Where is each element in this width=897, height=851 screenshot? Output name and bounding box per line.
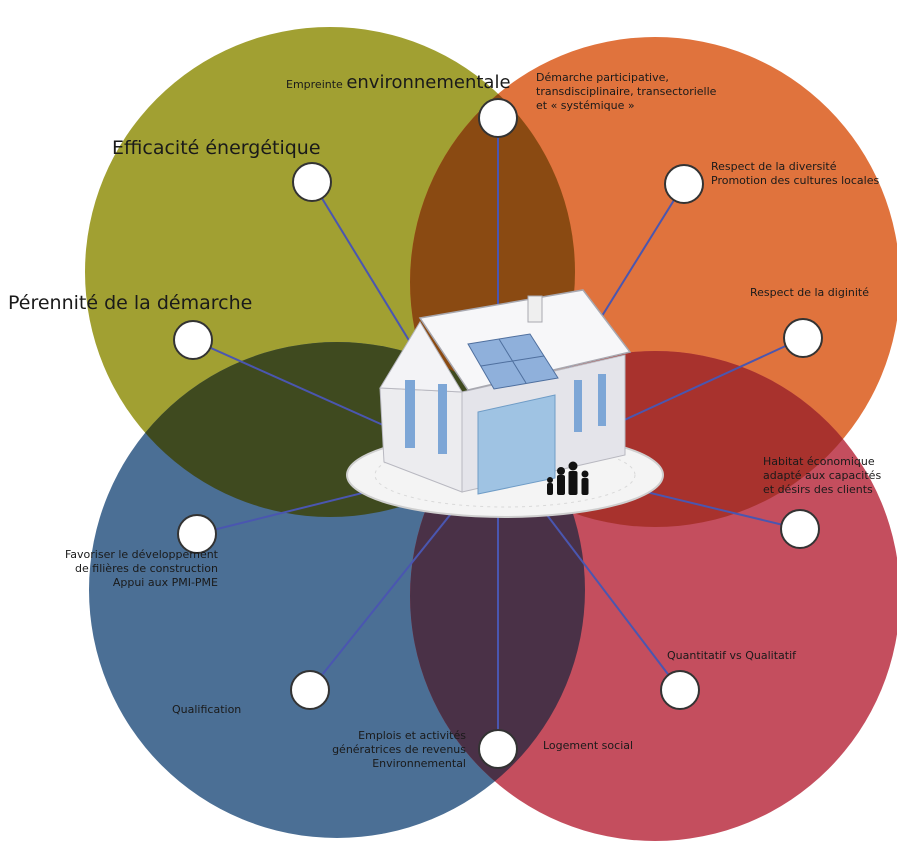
label-filieres-line: de filières de construction xyxy=(75,562,218,575)
label-empreinte: Empreinte environnementale xyxy=(286,74,511,92)
node-quantitatif[interactable] xyxy=(660,670,700,710)
label-diversite-line: Promotion des cultures locales xyxy=(711,174,880,187)
solar-panel-grid xyxy=(480,355,545,367)
house-platform-ring xyxy=(374,442,636,508)
label-emplois: Emplois et activités génératrices de rev… xyxy=(318,729,466,771)
label-filieres-line: Appui aux PMI-PME xyxy=(112,576,218,589)
label-demarche-line: Démarche participative, xyxy=(536,71,669,84)
label-emplois-line: génératrices de revenus xyxy=(332,743,466,756)
label-demarche: Démarche participative, transdisciplinai… xyxy=(536,71,716,113)
family-silhouette xyxy=(547,461,589,495)
node-filieres[interactable] xyxy=(177,514,217,554)
label-emplois-line: Emplois et activités xyxy=(358,729,466,742)
connector-line xyxy=(309,489,471,691)
label-empreinte-big: environnementale xyxy=(346,72,511,93)
label-efficacite: Efficacité énergétique xyxy=(112,137,321,159)
label-diversite-line: Respect de la diversité xyxy=(711,160,837,173)
node-efficacite[interactable] xyxy=(292,162,332,202)
node-logement[interactable] xyxy=(478,729,518,769)
label-qualification: Qualification xyxy=(172,703,242,716)
house-window xyxy=(574,380,582,432)
label-habitat-line: et désirs des clients xyxy=(763,483,873,496)
house-illustration xyxy=(346,289,664,518)
label-habitat-line: adapté aux capacités xyxy=(763,469,882,482)
label-demarche-line: et « systémique » xyxy=(536,99,635,112)
label-dignite: Respect de la diginité xyxy=(750,286,869,299)
house-glass xyxy=(477,394,556,495)
label-quantitatif: Quantitatif vs Qualitatif xyxy=(667,649,797,662)
label-diversite: Respect de la diversité Promotion des cu… xyxy=(711,160,879,188)
label-habitat: Habitat économique adapté aux capacités … xyxy=(763,455,881,497)
node-habitat[interactable] xyxy=(780,509,820,549)
house-window xyxy=(438,384,447,454)
label-filieres: Favoriser le développement de filières d… xyxy=(34,548,218,590)
label-habitat-line: Habitat économique xyxy=(763,455,875,468)
label-demarche-line: transdisciplinaire, transectorielle xyxy=(536,85,717,98)
house-gable xyxy=(379,321,463,393)
node-diversite[interactable] xyxy=(664,164,704,204)
house-window xyxy=(405,380,415,448)
label-perennite: Pérennité de la démarche xyxy=(8,292,253,314)
house-window xyxy=(598,374,606,426)
node-dignite[interactable] xyxy=(783,318,823,358)
node-perennite[interactable] xyxy=(173,320,213,360)
house-chimney xyxy=(527,295,543,323)
connector-line xyxy=(527,489,681,691)
node-environnementale[interactable] xyxy=(478,98,518,138)
label-empreinte-small: Empreinte xyxy=(286,78,343,91)
label-logement: Logement social xyxy=(543,739,634,752)
node-qualification[interactable] xyxy=(290,670,330,710)
label-filieres-line: Favoriser le développement xyxy=(64,548,218,561)
label-emplois-line: Environnemental xyxy=(372,757,466,770)
